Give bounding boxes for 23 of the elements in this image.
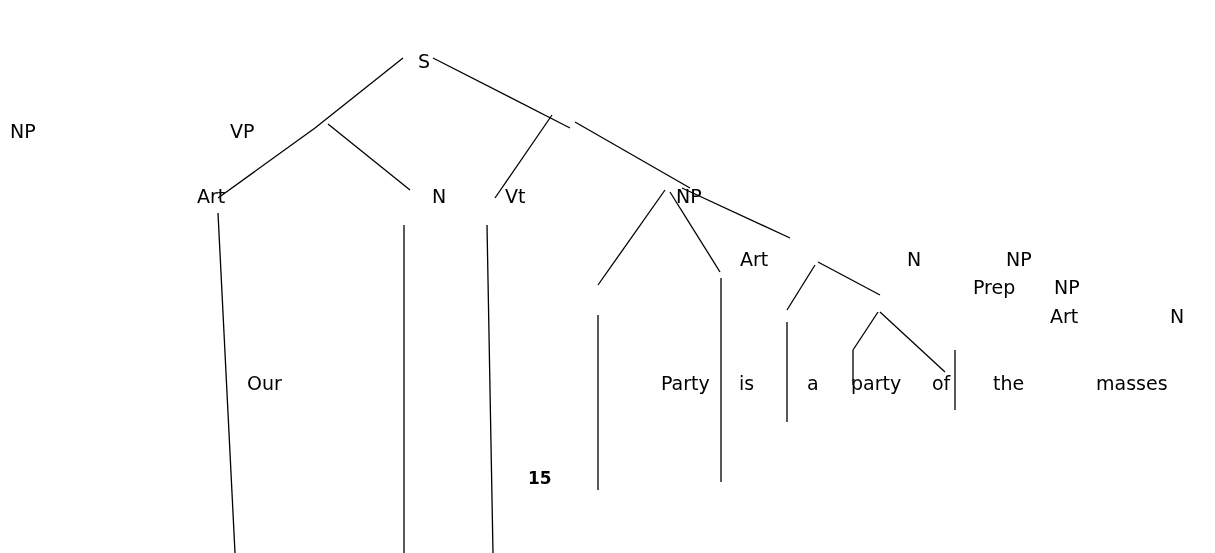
category-label: NP	[1054, 278, 1080, 297]
category-label: N	[907, 250, 922, 269]
word-label: Party	[661, 374, 710, 393]
category-label: Art	[1050, 307, 1079, 326]
word-label: the	[993, 374, 1025, 393]
category-label: Art	[740, 250, 769, 269]
category-label: Art	[197, 187, 226, 206]
word-label: party	[851, 374, 902, 393]
page-number: 15	[528, 470, 552, 487]
word-label: of	[932, 374, 951, 393]
word-label: a	[807, 374, 819, 393]
category-label: NP	[1006, 250, 1032, 269]
category-label: N	[1170, 307, 1185, 326]
category-label: Vt	[505, 187, 526, 206]
category-label: N	[432, 187, 447, 206]
word-label: Our	[247, 374, 282, 393]
category-label: Prep	[973, 278, 1016, 297]
word-label: is	[739, 374, 755, 393]
category-label: VP	[230, 122, 255, 141]
word-label: masses	[1096, 374, 1168, 393]
category-label: NP	[676, 187, 702, 206]
category-label: S	[418, 52, 431, 71]
category-label: NP	[10, 122, 36, 141]
